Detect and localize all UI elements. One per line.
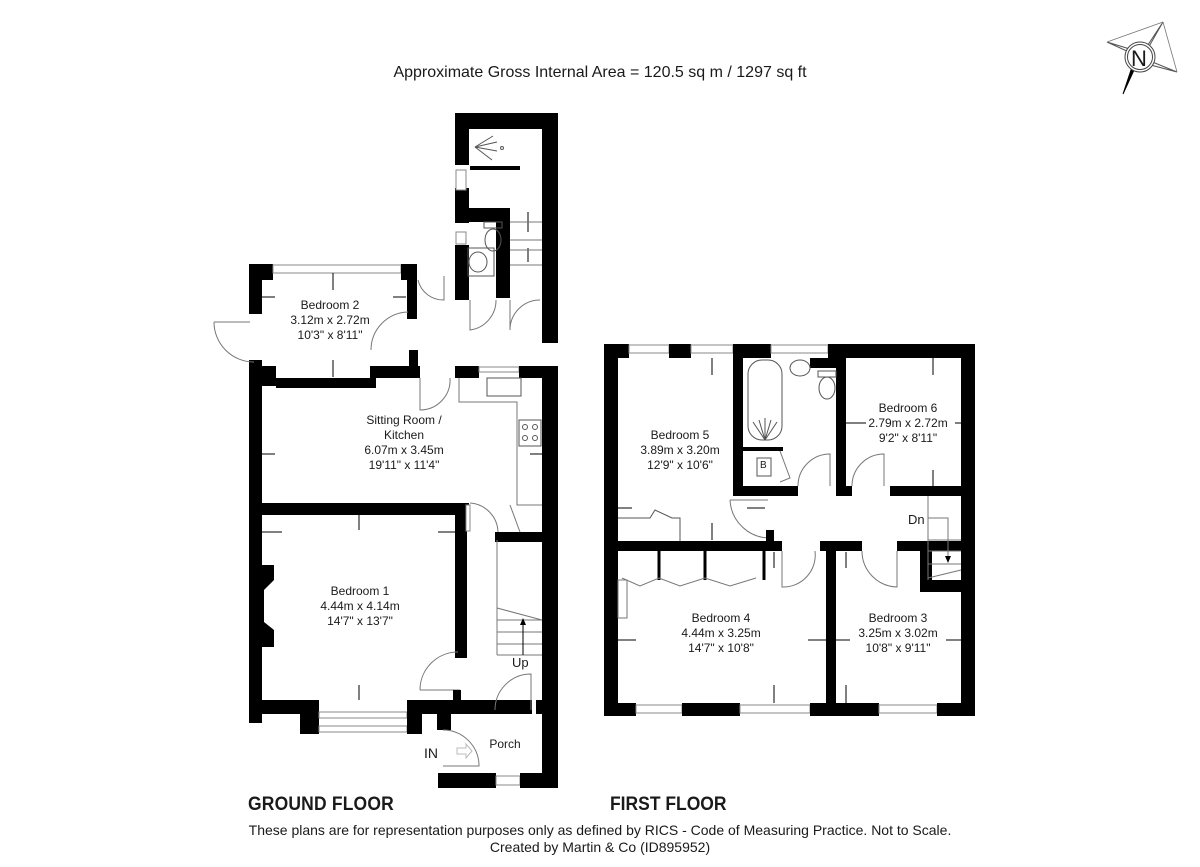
gross-area-title: Approximate Gross Internal Area = 120.5 … [393, 64, 807, 81]
room-bedroom-1: Bedroom 1 4.44m x 4.14m 14'7" x 13'7" [320, 584, 399, 629]
room-name: Bedroom 6 [878, 401, 938, 415]
room-metric: 2.79m x 2.72m [868, 416, 948, 430]
room-porch: Porch [489, 737, 520, 752]
compass-letter: N [1131, 46, 1147, 71]
ground-floor-plan [213, 113, 558, 788]
room-metric: 6.07m x 3.45m [364, 443, 444, 457]
room-imperial: 12'9" x 10'6" [647, 458, 713, 472]
room-metric: 4.44m x 3.25m [681, 626, 761, 640]
room-name: Bedroom 1 [330, 584, 390, 598]
room-bedroom-5: Bedroom 5 3.89m x 3.20m 12'9" x 10'6" [640, 428, 719, 473]
room-bedroom-2: Bedroom 2 3.12m x 2.72m 10'3" x 8'11" [290, 298, 369, 343]
credit-text: Created by Martin & Co (ID895952) [489, 839, 711, 855]
room-imperial: 19'11" x 11'4" [368, 458, 440, 472]
room-metric: 3.12m x 2.72m [290, 313, 370, 327]
room-imperial: 14'7" x 10'8" [688, 641, 754, 655]
room-metric: 3.25m x 3.02m [858, 626, 938, 640]
entrance-label: IN [424, 745, 438, 761]
room-name: Sitting Room / [366, 413, 442, 427]
room-name-line2: Kitchen [383, 428, 425, 442]
footer: These plans are for representation purpo… [0, 822, 1200, 856]
room-imperial: 9'2" x 8'11" [878, 431, 938, 445]
room-metric: 4.44m x 4.14m [320, 599, 400, 613]
room-bedroom-4: Bedroom 4 4.44m x 3.25m 14'7" x 10'8" [681, 611, 760, 656]
room-name: Bedroom 3 [868, 611, 928, 625]
room-name: Bedroom 5 [650, 428, 710, 442]
room-name: Porch [489, 737, 521, 751]
room-metric: 3.89m x 3.20m [640, 443, 720, 457]
room-imperial: 10'8" x 9'11" [865, 641, 931, 655]
first-floor-plan [604, 344, 975, 716]
stairs-up-label: Up [512, 655, 529, 670]
room-bedroom-6: Bedroom 6 2.79m x 2.72m 9'2" x 8'11" [868, 401, 947, 446]
first-floor-label: FIRST FLOOR [610, 794, 727, 815]
stairs-down-label: Dn [908, 512, 925, 527]
room-name: Bedroom 4 [691, 611, 751, 625]
disclaimer-text: These plans are for representation purpo… [248, 822, 952, 838]
room-sitting-room-kitchen: Sitting Room / Kitchen 6.07m x 3.45m 19'… [364, 413, 443, 473]
ground-floor-label: GROUND FLOOR [248, 794, 394, 815]
room-name: Bedroom 2 [300, 298, 360, 312]
room-imperial: 14'7" x 13'7" [327, 614, 393, 628]
room-imperial: 10'3" x 8'11" [297, 328, 363, 342]
north-compass-icon: N [1095, 12, 1185, 102]
room-bedroom-3: Bedroom 3 3.25m x 3.02m 10'8" x 9'11" [858, 611, 937, 656]
boiler-label: B [760, 460, 767, 471]
